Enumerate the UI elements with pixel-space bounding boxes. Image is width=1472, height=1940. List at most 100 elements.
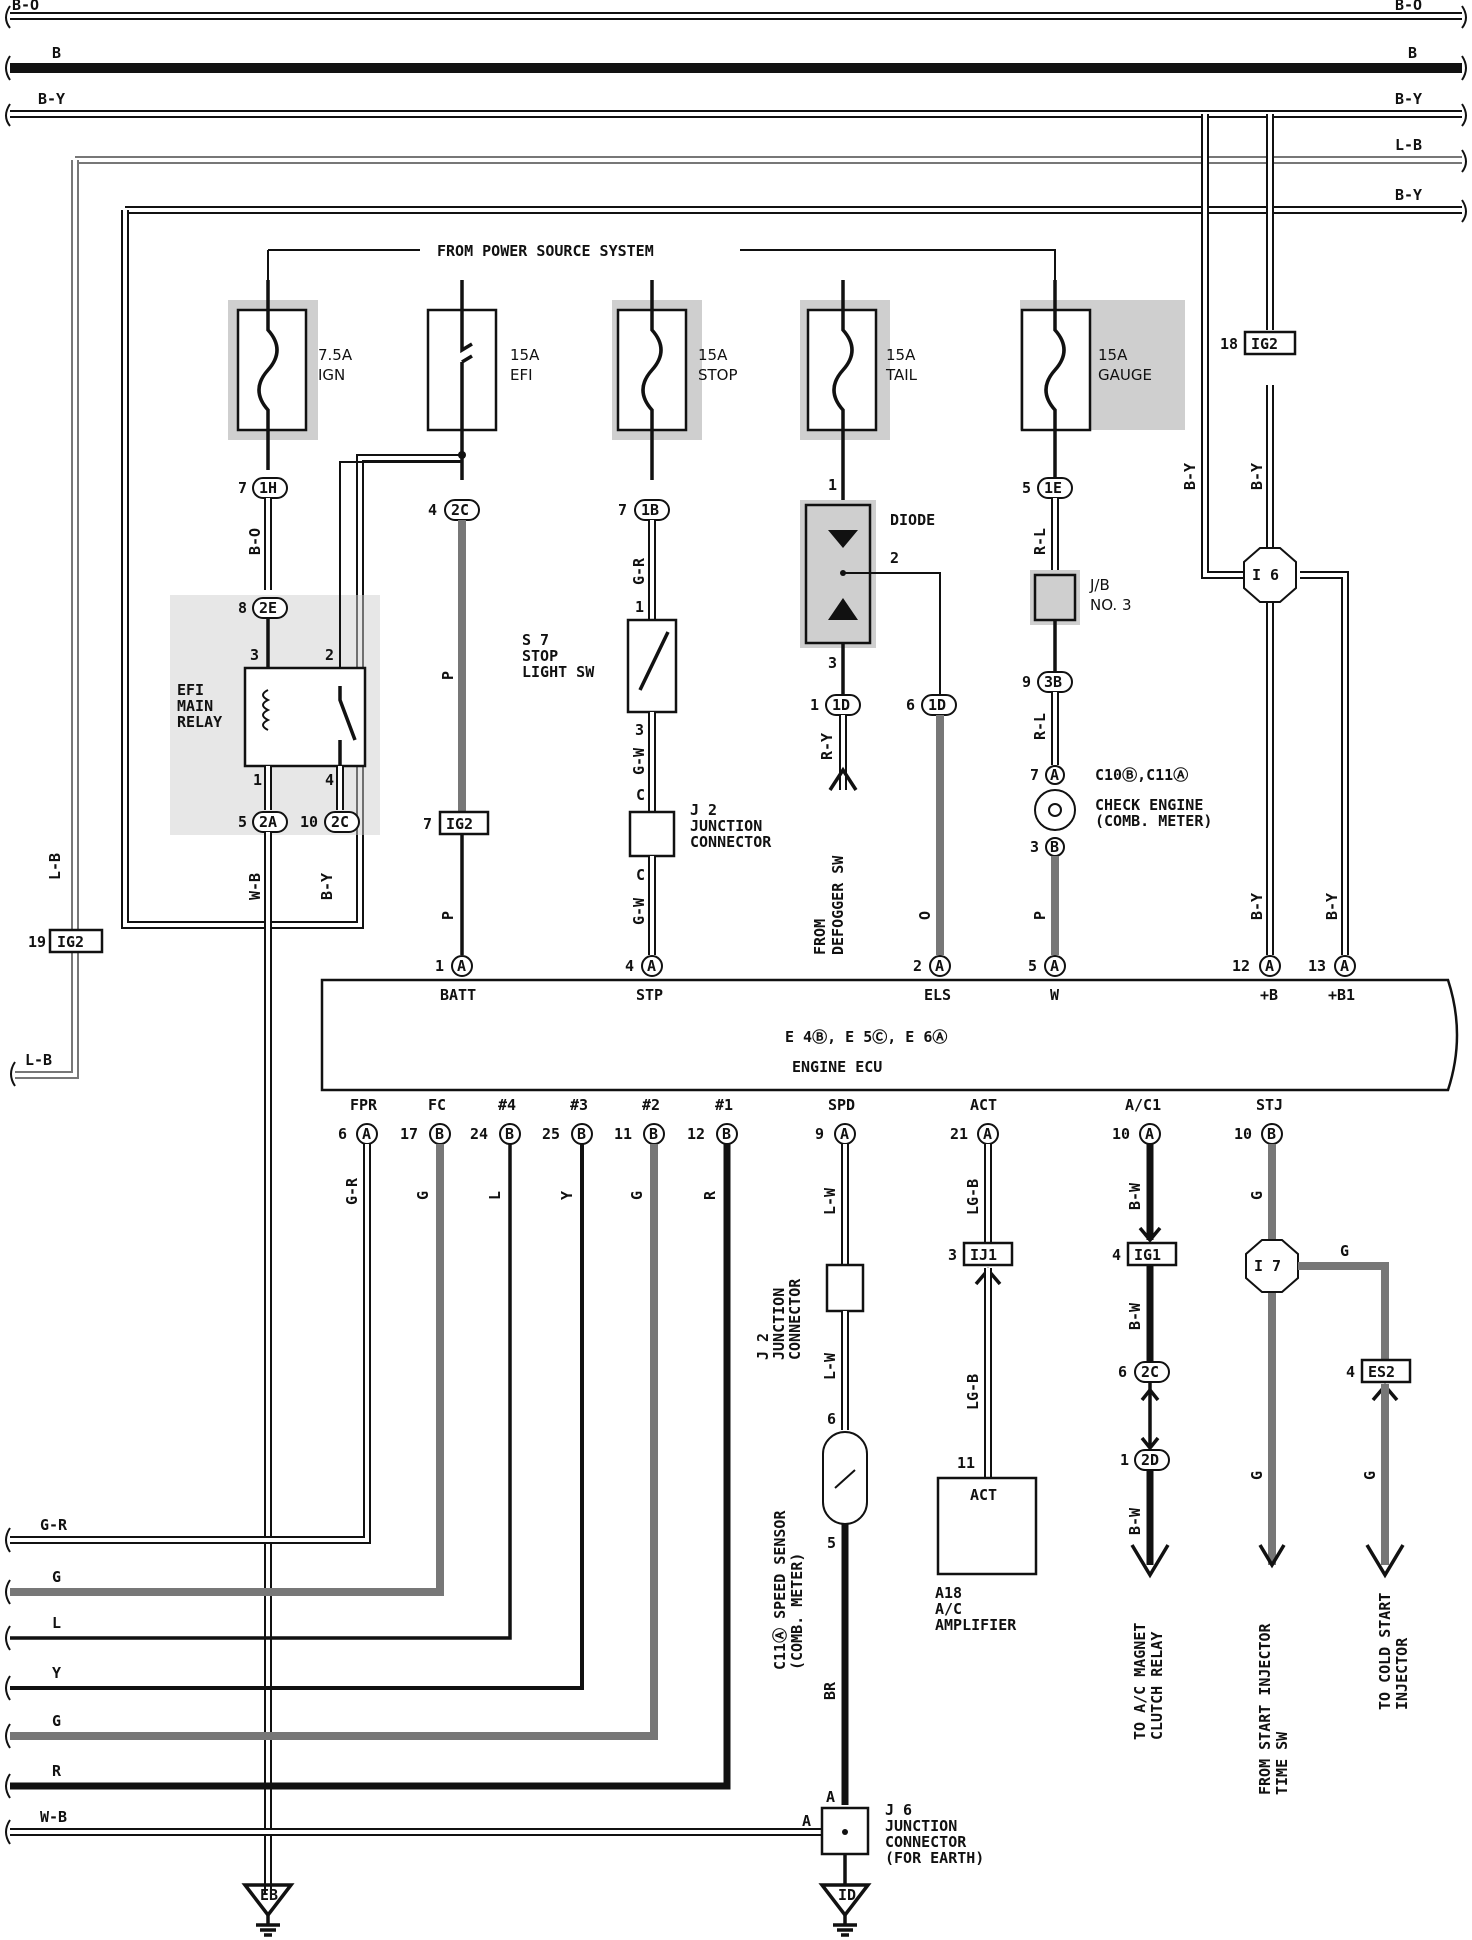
svg-text:L-W: L-W	[821, 1352, 839, 1380]
stj-path: G I 7 G G FROM START INJECTOR TIME SW ES…	[1245, 1144, 1412, 1795]
svg-text:B-Y: B-Y	[318, 873, 336, 900]
svg-text:ACT: ACT	[970, 1486, 997, 1504]
svg-text:STOP: STOP	[522, 647, 558, 665]
svg-text:2A: 2A	[259, 813, 277, 831]
svg-text:BATT: BATT	[440, 986, 476, 1004]
bus-by-label-right: B-Y	[1395, 90, 1422, 108]
svg-text:#1: #1	[715, 1096, 733, 1114]
svg-text:A/C: A/C	[935, 1600, 962, 1618]
svg-text:2: 2	[913, 957, 922, 975]
svg-text:L-W: L-W	[821, 1187, 839, 1215]
svg-text:B-Y: B-Y	[1323, 893, 1341, 920]
svg-text:EFI: EFI	[510, 366, 533, 384]
earth-eb: EB	[241, 1883, 295, 1937]
svg-text:15A: 15A	[698, 346, 728, 364]
svg-text:IG2: IG2	[446, 815, 473, 833]
ecu-pin-batt: A 1 BATT	[435, 955, 476, 1004]
svg-text:EFI: EFI	[177, 681, 204, 699]
svg-text:15A: 15A	[1098, 346, 1128, 364]
svg-text:3B: 3B	[1044, 673, 1062, 691]
engine-ecu: E 4Ⓑ, E 5Ⓒ, E 6Ⓐ ENGINE ECU	[320, 978, 1459, 1092]
ecu-pin-els: A 2 ELS	[913, 955, 951, 1004]
svg-text:10: 10	[300, 813, 318, 831]
svg-text:R: R	[52, 1762, 62, 1780]
svg-text:FPR: FPR	[350, 1096, 378, 1114]
svg-text:B-W: B-W	[1126, 1507, 1144, 1535]
svg-text:NO. 3: NO. 3	[1090, 596, 1132, 614]
svg-text:7: 7	[423, 815, 432, 833]
bus-by2-label-right: B-Y	[1395, 186, 1422, 204]
ecu-top-pins: A 1 BATT A 4 STP A 2 ELS A 5 W A 12 +B	[435, 955, 1356, 1004]
svg-text:B-O: B-O	[246, 528, 264, 555]
svg-text:#3: #3	[570, 1096, 588, 1114]
svg-text:13: 13	[1308, 957, 1326, 975]
svg-text:G: G	[52, 1568, 61, 1586]
svg-text:B: B	[505, 1125, 514, 1143]
ecu-ref: E 4Ⓑ, E 5Ⓒ, E 6Ⓐ	[785, 1028, 947, 1046]
svg-text:15A: 15A	[886, 346, 916, 364]
svg-text:Y: Y	[558, 1191, 576, 1200]
svg-text:A18: A18	[935, 1584, 962, 1602]
svg-text:21: 21	[950, 1125, 968, 1143]
ac1-path: B-W IG1 4 B-W 2C 6 2D 1 B-W TO A/C MAGNE…	[1112, 1144, 1178, 1740]
power-source: FROM POWER SOURCE SYSTEM	[267, 242, 1056, 280]
left-harness: G-R G L Y G R G-R G L Y G R W-B	[5, 1144, 822, 1845]
stop-light-switch: G-R 1 3 S 7 STOP LIGHT SW G-W C C G-W J …	[522, 520, 772, 955]
svg-text:G-R: G-R	[40, 1516, 68, 1534]
svg-text:2: 2	[325, 646, 334, 664]
svg-text:FC: FC	[428, 1096, 446, 1114]
svg-text:C: C	[636, 866, 645, 884]
svg-text:7.5A: 7.5A	[318, 346, 353, 364]
svg-text:+B: +B	[1260, 986, 1278, 1004]
svg-text:GAUGE: GAUGE	[1098, 366, 1152, 384]
svg-text:6: 6	[827, 1410, 836, 1428]
svg-text:B-Y: B-Y	[1181, 463, 1199, 490]
svg-text:2C: 2C	[451, 501, 469, 519]
svg-text:A: A	[983, 1125, 992, 1143]
svg-text:B: B	[649, 1125, 658, 1143]
power-source-label: FROM POWER SOURCE SYSTEM	[437, 242, 654, 260]
top-bus-lines: B-O B-O B B B-Y B-Y L-B B-Y	[5, 0, 1467, 223]
ecu-pin-w: A 5 W	[1028, 955, 1066, 1004]
svg-text:DEFOGGER SW: DEFOGGER SW	[829, 855, 847, 955]
svg-text:FROM: FROM	[811, 919, 829, 955]
svg-text:G: G	[1248, 1191, 1266, 1200]
svg-text:A: A	[1265, 957, 1274, 975]
svg-text:1: 1	[253, 771, 262, 789]
svg-text:INJECTOR: INJECTOR	[1393, 1637, 1411, 1710]
svg-text:LG-B: LG-B	[964, 1374, 982, 1410]
ecu-pin-4: #4 B 24	[470, 1096, 521, 1145]
svg-text:B-Y: B-Y	[1248, 893, 1266, 920]
svg-text:1: 1	[1120, 1451, 1129, 1469]
svg-text:L-B: L-B	[46, 853, 64, 880]
svg-text:I 7: I 7	[1254, 1257, 1281, 1275]
ecu-pin-spd: SPD A 9	[815, 1096, 856, 1145]
svg-text:B-W: B-W	[1126, 1302, 1144, 1330]
svg-text:A: A	[457, 957, 466, 975]
connector-ig2-left	[48, 928, 104, 954]
svg-text:1D: 1D	[928, 696, 946, 714]
svg-text:3: 3	[948, 1246, 957, 1264]
svg-text:W: W	[1050, 986, 1060, 1004]
svg-text:A: A	[840, 1125, 849, 1143]
svg-text:S 7: S 7	[522, 631, 549, 649]
svg-text:R-L: R-L	[1031, 713, 1049, 740]
svg-text:CONNECTOR: CONNECTOR	[885, 1833, 967, 1851]
svg-text:MAIN: MAIN	[177, 697, 213, 715]
ecu-pin-1: #1 B 12	[687, 1096, 738, 1145]
svg-text:4: 4	[325, 771, 334, 789]
svg-text:#2: #2	[642, 1096, 660, 1114]
svg-text:3: 3	[828, 654, 837, 672]
svg-text:O: O	[916, 911, 934, 920]
svg-text:BR: BR	[821, 1681, 839, 1700]
svg-text:STJ: STJ	[1256, 1096, 1283, 1114]
ecu-pin-3: #3 B 25	[542, 1096, 593, 1145]
svg-text:CONNECTOR: CONNECTOR	[690, 833, 772, 851]
svg-text:G: G	[628, 1191, 646, 1200]
svg-text:7: 7	[238, 479, 247, 497]
tail-diode: 1 DIODE 2 3 1D 1 R-Y FROM DEFOGGER SW 1D…	[800, 476, 957, 955]
svg-text:3: 3	[250, 646, 259, 664]
svg-text:B-W: B-W	[1126, 1182, 1144, 1210]
svg-text:JUNCTION: JUNCTION	[885, 1817, 957, 1835]
